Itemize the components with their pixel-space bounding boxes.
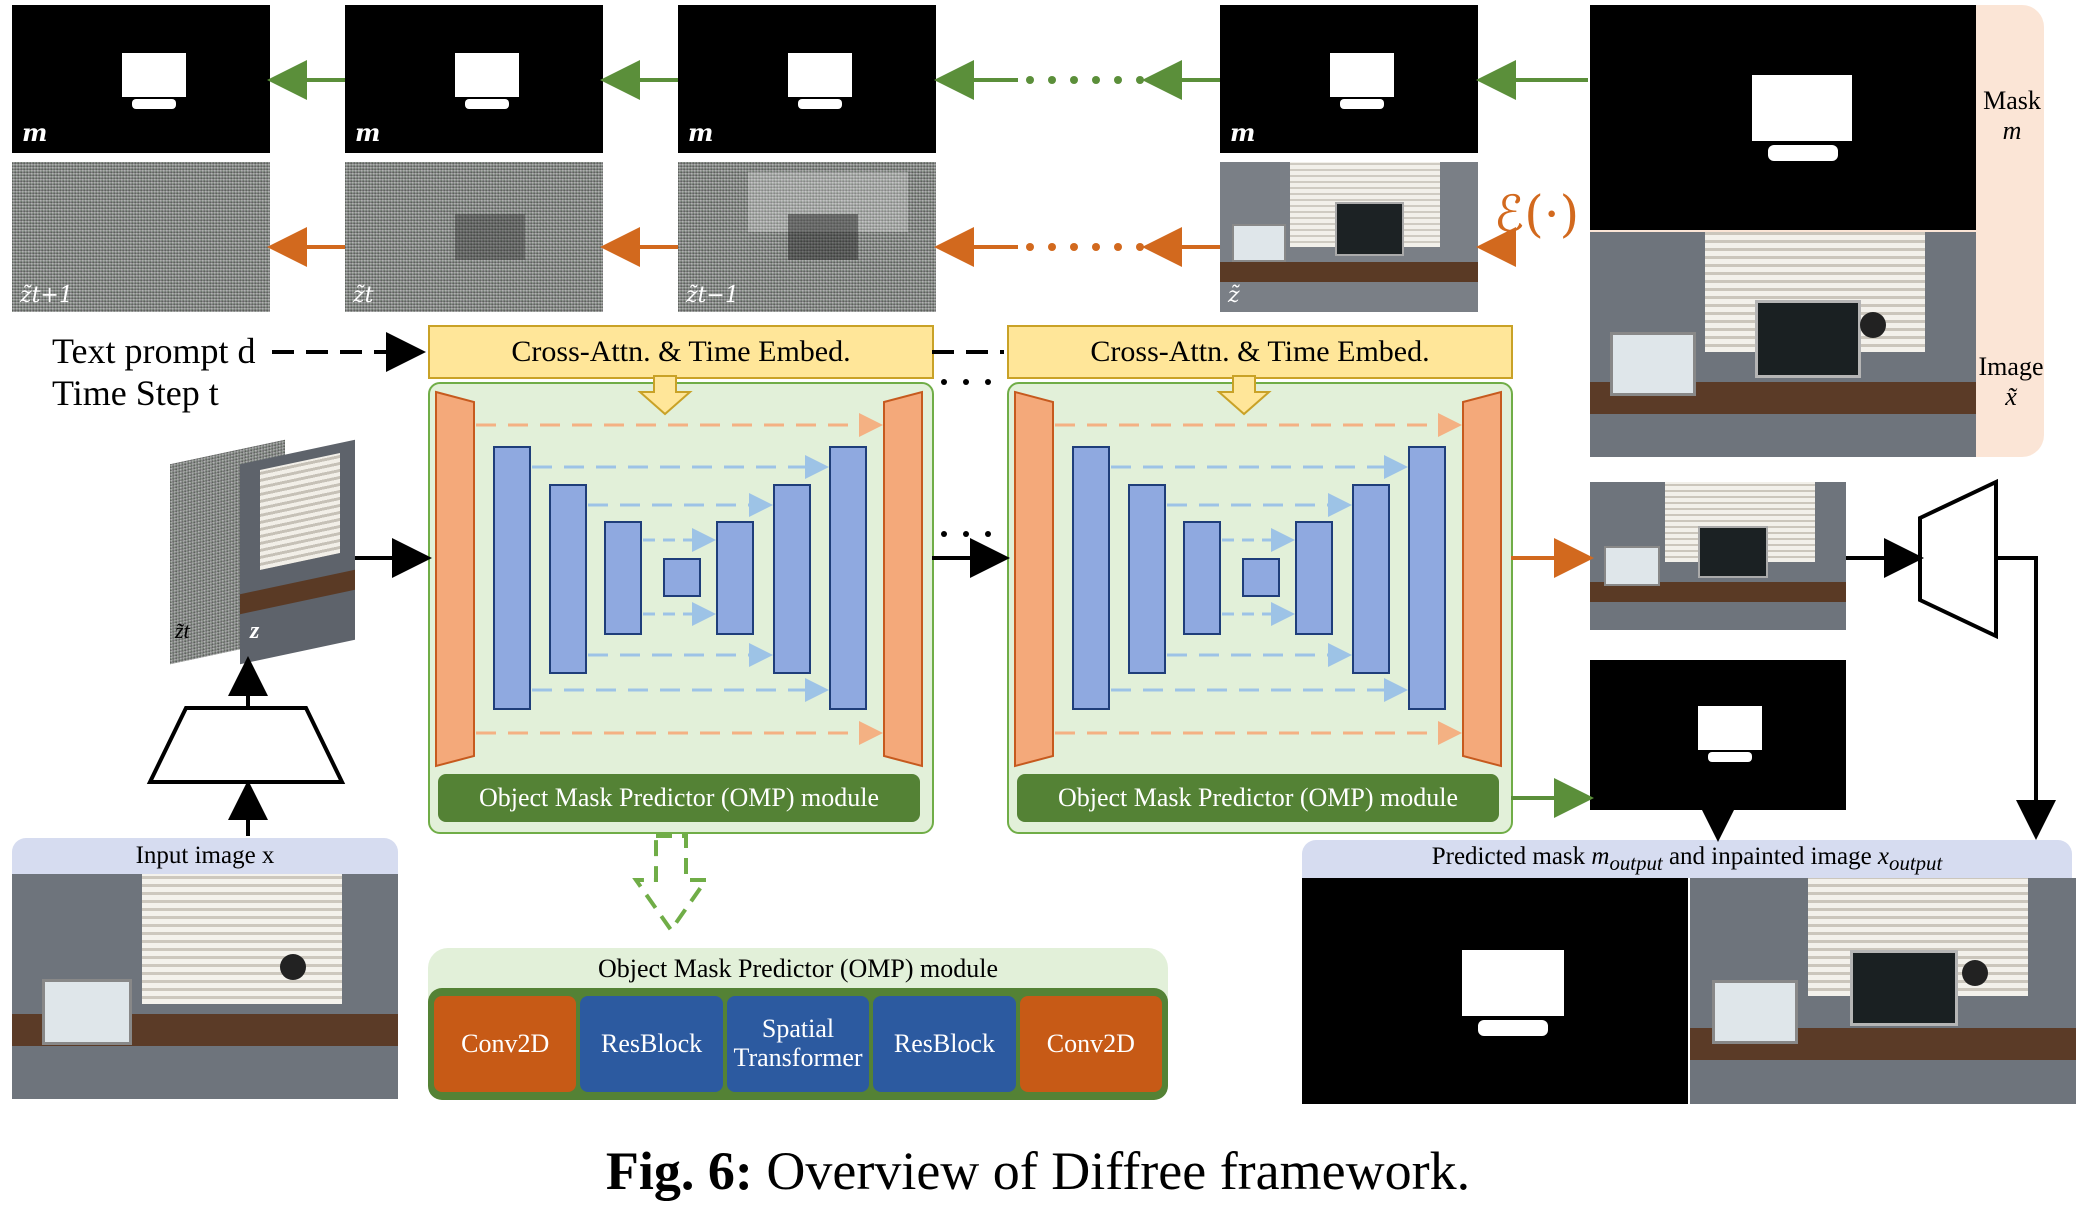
omp-block-conv2d: Conv2D <box>1019 996 1163 1092</box>
unet-module-2 <box>1007 382 1513 834</box>
clean-latent-photo: z̃ <box>1220 162 1478 312</box>
faint-monitor <box>788 214 858 260</box>
image-var: x̃ <box>2005 382 2017 411</box>
inpainted-image <box>1690 878 2076 1104</box>
between-module-dots <box>941 379 991 537</box>
text-prompt-label: Text prompt d <box>52 331 256 371</box>
latent-label: z̃ <box>1228 283 1240 308</box>
stacked-z-label: z <box>250 618 260 644</box>
ground-truth-mask <box>1590 5 1976 230</box>
cross-attn-box-2: Cross-Attn. & Time Embed. <box>1007 325 1513 379</box>
image-word: Image <box>1978 352 2044 381</box>
window-blinds <box>142 874 342 1004</box>
mask-panel-t-minus-1: m <box>678 5 936 153</box>
faint-monitor <box>455 214 525 260</box>
monitor-mask-shape <box>788 53 852 97</box>
latent-label: z̃t−1 <box>686 283 739 308</box>
input-image-label: Input image x <box>135 842 275 869</box>
laptop <box>1610 332 1696 396</box>
unet-module-1 <box>428 382 934 834</box>
output-mask-panel <box>1590 660 1846 810</box>
input-image-header: Input image x <box>12 838 398 874</box>
mask-ellipsis <box>1026 76 1144 84</box>
omp-bar-1: Object Mask Predictor (OMP) module <box>438 774 920 822</box>
noisy-latent-t: z̃t <box>345 162 603 312</box>
cross-attn-box-1: Cross-Attn. & Time Embed. <box>428 325 934 379</box>
monitor-mask-shape <box>1462 950 1564 1016</box>
window-blinds <box>260 452 340 570</box>
latent-label: z̃t+1 <box>20 283 73 308</box>
laptop <box>1712 980 1798 1044</box>
monitor-mask-shape <box>1330 53 1394 97</box>
mask-word: Mask <box>1983 86 2041 115</box>
omp-block-resblock: ResBlock <box>873 996 1016 1092</box>
monitor-stand-mask <box>1340 99 1384 109</box>
laptop <box>42 979 132 1045</box>
monitor-stand-mask <box>1478 1020 1548 1036</box>
omp-block-conv2d: Conv2D <box>434 996 577 1092</box>
noisy-latent-t-minus-1: z̃t−1 <box>678 162 936 312</box>
monitor-mask-shape <box>1752 75 1852 141</box>
desk <box>240 569 355 615</box>
monitor-stand-mask <box>798 99 842 109</box>
monitor-stand-mask <box>132 99 176 109</box>
latent-ellipsis <box>1026 243 1144 251</box>
faint-window <box>748 172 908 232</box>
input-image-photo <box>12 874 398 1099</box>
monitor <box>1335 202 1404 256</box>
monitor-mask-shape <box>1698 706 1762 750</box>
noisy-latent-t-plus-1: z̃t+1 <box>12 162 270 312</box>
omp-block-spatial-transformer: Spatial Transformer <box>726 996 870 1092</box>
encoder-call-label: ℰ(·) <box>1494 185 1580 243</box>
mask-label: m <box>1230 118 1256 147</box>
monitor <box>1755 300 1861 378</box>
mask-label: m <box>22 118 48 147</box>
monitor-mask-shape <box>455 53 519 97</box>
mask-panel-t-plus-1: m <box>12 5 270 153</box>
time-step-label: Time Step t <box>52 373 219 413</box>
lamp <box>280 954 306 980</box>
decoder-symbol: 𝒟 <box>1936 550 1972 601</box>
encoder-symbol: ℰ <box>226 722 252 771</box>
desk <box>1220 262 1478 282</box>
monitor-stand-mask <box>1708 752 1752 762</box>
ground-truth-image <box>1590 232 1976 457</box>
mask-label: m <box>355 118 381 147</box>
lamp <box>1860 312 1886 338</box>
stacked-z-tilde-label: z̃t <box>175 618 190 643</box>
caption-text: Overview of Diffree framework. <box>766 1141 1471 1201</box>
monitor-stand-mask <box>465 99 509 109</box>
laptop <box>1232 224 1286 262</box>
desk <box>1590 582 1846 602</box>
omp-block-resblock: ResBlock <box>580 996 723 1092</box>
caption-prefix: Fig. 6: <box>605 1141 753 1201</box>
output-latent-photo <box>1590 482 1846 630</box>
predicted-header: Predicted mask moutput and inpainted ima… <box>1302 840 2072 878</box>
side-mask-label: Mask m <box>1980 86 2044 146</box>
decoder-to-output-arrow <box>1996 556 2056 840</box>
mask-panel-t: m <box>345 5 603 153</box>
omp-detail-arrow <box>632 834 710 934</box>
mask-var: m <box>2002 116 2022 145</box>
mask-panel-0: m <box>1220 5 1478 153</box>
latent-label: z̃t <box>353 283 374 308</box>
lamp <box>1962 960 1988 986</box>
mask-label: m <box>688 118 714 147</box>
monitor-mask-shape <box>122 53 186 97</box>
monitor <box>1698 526 1768 578</box>
omp-label: Object Mask Predictor (OMP) module <box>478 783 880 812</box>
omp-bar-2: Object Mask Predictor (OMP) module <box>1017 774 1499 822</box>
predicted-label: Predicted mask moutput and inpainted ima… <box>1431 842 1943 875</box>
omp-detail-title: Object Mask Predictor (OMP) module <box>597 954 999 983</box>
monitor-stand-mask <box>1768 145 1838 161</box>
cross-attn-label: Cross-Attn. & Time Embed. <box>1090 335 1430 368</box>
laptop <box>1604 546 1660 586</box>
figure-caption: Fig. 6: Overview of Diffree framework. <box>0 1140 2076 1202</box>
omp-label: Object Mask Predictor (OMP) module <box>1057 783 1459 812</box>
side-image-label: Image x̃ <box>1978 352 2044 412</box>
monitor <box>1850 950 1958 1026</box>
cross-attn-label: Cross-Attn. & Time Embed. <box>511 335 851 368</box>
predicted-mask <box>1302 878 1688 1104</box>
